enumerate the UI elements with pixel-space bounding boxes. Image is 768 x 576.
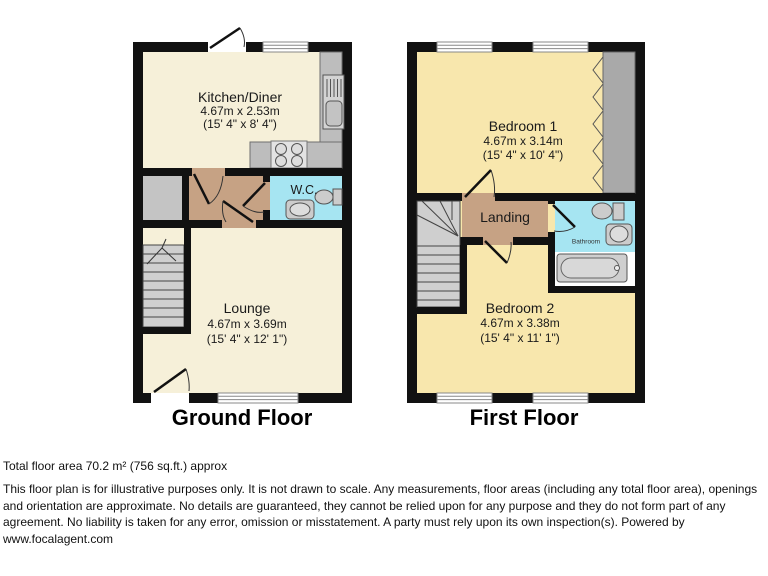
- hob-icon: [270, 140, 308, 169]
- floorplan-graphics: [133, 26, 645, 404]
- ground-floor-plan: [133, 26, 352, 404]
- bathroom-toilet-icon: [591, 202, 625, 221]
- entrance-doorway: [208, 42, 246, 52]
- kitchen-dim-imperial: (15' 4" x 8' 4"): [203, 117, 277, 131]
- bedroom2-label: Bedroom 2: [485, 300, 555, 316]
- kitchen-label: Kitchen/Diner: [197, 89, 283, 105]
- total-floor-area-text: Total floor area 70.2 m² (756 sq.ft.) ap…: [3, 459, 228, 473]
- landing-floor: [462, 201, 548, 237]
- first-floor-stairs: [416, 200, 461, 308]
- ground-floor-stairs: [142, 238, 185, 328]
- lounge-door-icon: [221, 199, 254, 224]
- wc-label: W.C.: [290, 183, 318, 197]
- bathroom-door-icon: [552, 204, 576, 232]
- lounge-doorway: [151, 393, 189, 403]
- disclaimer-text: This floor plan is for illustrative purp…: [3, 482, 758, 546]
- entrance-door-icon: [209, 26, 245, 50]
- bedroom1-dim-imperial: (15' 4" x 10' 4"): [482, 148, 564, 162]
- lounge-exterior-door-icon: [153, 367, 190, 394]
- bathroom-label: Bathroom: [571, 238, 601, 246]
- kitchen-dim-metric: 4.67m x 2.53m: [200, 104, 280, 118]
- bedroom1-window-right-icon: [532, 41, 589, 53]
- bedroom1-label: Bedroom 1: [488, 118, 558, 134]
- bedroom1-door-icon: [464, 169, 496, 198]
- lounge-label: Lounge: [223, 300, 271, 316]
- bedroom2-dim-imperial: (15' 4" x 11' 1"): [480, 331, 560, 345]
- lounge-window-icon: [217, 392, 299, 404]
- bathroom-sink-icon: [605, 223, 633, 246]
- wardrobe-icon: [592, 51, 636, 194]
- bedroom2-door-icon: [484, 240, 512, 264]
- kitchen-sink-icon: [322, 74, 345, 130]
- bedroom2-dim-metric: 4.67m x 3.38m: [480, 316, 560, 330]
- kitchen-door-icon: [192, 173, 224, 205]
- ground-floor-title: Ground Floor: [171, 405, 313, 430]
- first-floor-title: First Floor: [469, 405, 579, 430]
- wc-sink-icon: [285, 199, 315, 220]
- kitchen-window-icon: [262, 41, 309, 53]
- lounge-dim-metric: 4.67m x 3.69m: [207, 317, 287, 331]
- bedroom2-window-right-icon: [532, 392, 589, 404]
- lounge-dim-imperial: (15' 4" x 12' 1"): [206, 332, 288, 346]
- bedroom1-dim-metric: 4.67m x 3.14m: [483, 134, 563, 148]
- wc-door-icon: [242, 182, 266, 213]
- bathtub-icon: [556, 253, 628, 283]
- bedroom1-window-left-icon: [436, 41, 493, 53]
- wc-toilet-icon: [314, 188, 343, 206]
- landing-label: Landing: [480, 209, 530, 225]
- bedroom2-window-left-icon: [436, 392, 493, 404]
- storage-cupboard: [143, 176, 182, 220]
- first-floor-plan: [407, 41, 645, 404]
